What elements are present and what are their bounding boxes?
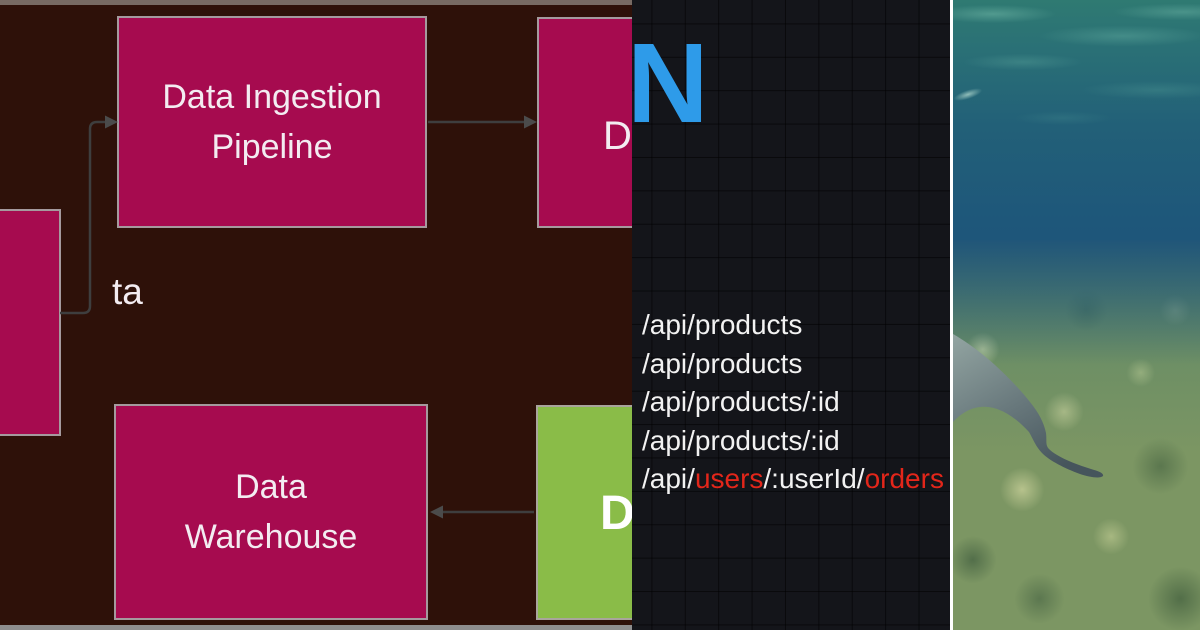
top-divider-bar [0,0,632,5]
warehouse-box-label-line1: Data [235,468,307,506]
arrowhead-source-to-ingestion [105,115,118,129]
panel-divider [950,0,953,630]
underwater-photo [953,0,1200,630]
green-box-label: D [600,487,632,540]
ingestion-box-label-line1: Data Ingestion [162,78,382,116]
route5-prefix: /api/ [642,463,695,494]
flow-arrows [60,115,537,519]
ingestion-box-label-line2: Pipeline [211,128,333,166]
flowchart-box-green [536,405,632,620]
flowchart-box-source [0,209,61,436]
dolphin-illustration [953,334,1104,478]
bottom-divider-bar [0,625,632,630]
route5-orders-segment: orders [864,463,944,494]
arrowhead-ingestion-to-destination [524,115,537,129]
destination-box-label: D [603,114,632,158]
api-route-3: /api/products/:id [642,386,840,417]
api-route-5: /api/users/:userId/orders [642,460,944,499]
route5-userid-segment: /:userId/ [763,463,865,494]
api-route-4: /api/products/:id [642,424,840,456]
flowchart-box-data-ingestion-pipeline: Data Ingestion Pipeline [117,16,427,228]
flowchart-panel: ta Data Ingestion Pipeline D Data Wareho… [0,0,632,630]
flowchart-box-destination: D [537,17,632,228]
source-box-label: ta [112,271,143,312]
route5-users-segment: users [694,463,764,494]
warehouse-box-label-line2: Warehouse [184,518,358,556]
api-route-1: /api/products [642,309,803,340]
dolphin-body [953,334,1104,478]
seabed-texture [953,240,1200,630]
code-panel: N /api/products /api/products /api/produ… [632,0,950,630]
arrow-source-to-ingestion [60,120,105,315]
big-letter-n: N [632,20,709,146]
arrowhead-green-to-warehouse [430,505,443,519]
water-surface-ripples [953,0,1200,170]
api-route-list: /api/products /api/products /api/product… [642,306,944,499]
flowchart-box-data-warehouse: Data Warehouse [114,404,428,620]
api-route-2: /api/products [642,347,803,379]
